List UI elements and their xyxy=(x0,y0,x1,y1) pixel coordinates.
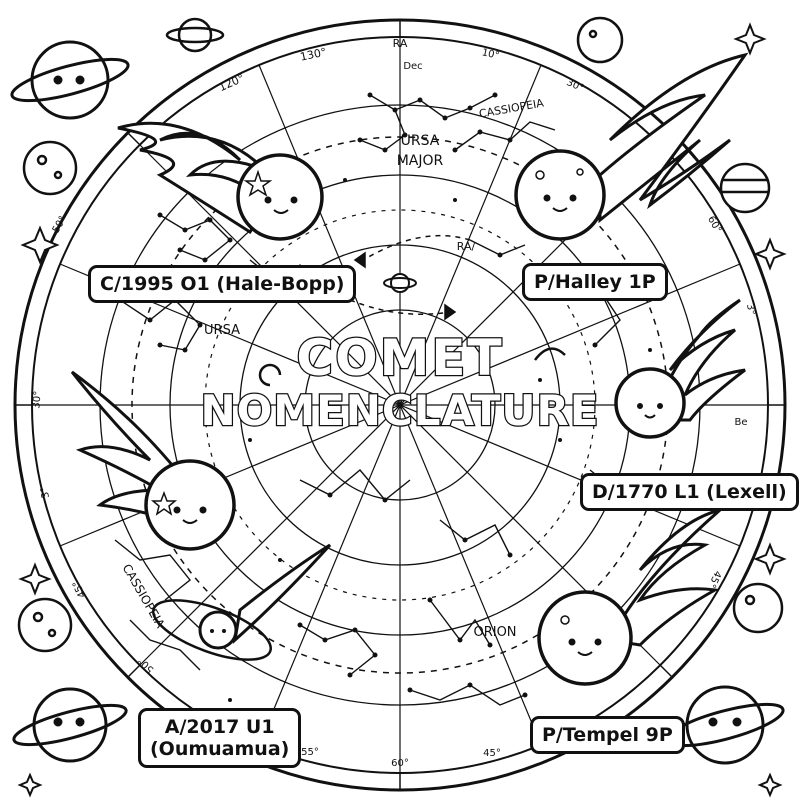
label-hale-bopp: C/1995 O1 (Hale-Bopp) xyxy=(88,265,357,303)
sparkle-stars xyxy=(17,22,787,798)
label-halley-text: P/Halley 1P xyxy=(534,271,656,293)
halley-nucleus xyxy=(514,149,606,241)
moon-top-right xyxy=(576,16,624,64)
hale-bopp-nucleus xyxy=(236,153,324,241)
tick-45-left: 45° xyxy=(71,579,88,600)
label-halley: P/Halley 1P xyxy=(522,263,668,301)
tick-50: 50° xyxy=(51,214,69,235)
tempel-nucleus xyxy=(537,590,633,686)
title-line1: COMET xyxy=(295,329,504,388)
tick-3-left: 3° xyxy=(39,486,52,499)
ra-inner-label: RA/ xyxy=(457,240,476,253)
tick-50-bottom: 50° xyxy=(136,655,156,675)
label-lexell: D/1770 L1 (Lexell) xyxy=(580,473,799,511)
small-planet xyxy=(383,273,417,293)
label-hale-bopp-text: C/1995 O1 (Hale-Bopp) xyxy=(100,273,345,295)
tick-30-top: 30° xyxy=(565,77,586,94)
tick-55: 55° xyxy=(301,747,319,758)
label-oumuamua-line2: (Oumuamua) xyxy=(150,738,290,760)
ursa-major-line1: URSA xyxy=(401,133,440,149)
left-comet-nucleus xyxy=(144,459,236,551)
tick-120: 120° xyxy=(217,71,246,94)
planet-bottom-right xyxy=(665,685,785,765)
cassiopeia-left-label: CASSIOPEIA xyxy=(120,562,168,631)
planet-top-left xyxy=(10,40,130,120)
oumuamua-nucleus xyxy=(198,610,238,650)
planet-right xyxy=(719,162,771,214)
lexell-nucleus xyxy=(614,367,686,439)
label-oumuamua: A/2017 U1 (Oumuamua) xyxy=(138,708,302,768)
tick-45-bottom: 45° xyxy=(483,748,501,759)
planet-top-small xyxy=(165,17,225,53)
ursa-major-line2: MAJOR xyxy=(397,153,444,169)
tick-30-left: 30° xyxy=(31,390,44,409)
label-lexell-text: D/1770 L1 (Lexell) xyxy=(592,481,787,503)
comet-left xyxy=(70,370,236,551)
label-tempel-text: P/Tempel 9P xyxy=(542,724,673,746)
be-label: Be xyxy=(734,417,747,428)
title-line2: NOMENCLATURE xyxy=(199,385,600,437)
orion-label: ORION xyxy=(473,625,516,640)
tick-60-bottom: 60° xyxy=(391,758,409,769)
page-title: COMET NOMENCLATURE xyxy=(190,329,610,437)
label-tempel: P/Tempel 9P xyxy=(530,716,685,754)
title-swirls xyxy=(258,347,566,387)
ra-label: RA xyxy=(393,37,408,50)
planet-bottom-left xyxy=(12,687,128,763)
comet-oumuamua xyxy=(152,543,332,661)
star-map xyxy=(13,18,787,792)
tick-60: 60° xyxy=(705,214,723,235)
cassiopeia-top-label: CASSIOPEIA xyxy=(478,96,545,120)
tick-130: 130° xyxy=(299,45,328,63)
moon-top-left xyxy=(22,140,78,196)
moon-left-bottom xyxy=(17,597,73,653)
tick-3: 3° xyxy=(744,303,757,316)
orbit-arrows xyxy=(349,234,471,321)
label-oumuamua-line1: A/2017 U1 xyxy=(164,716,275,738)
ursa-left-label: URSA xyxy=(204,323,240,338)
moon-right-bottom xyxy=(732,582,784,634)
dec-label: Dec xyxy=(403,61,422,72)
comet-hale-bopp xyxy=(117,121,324,241)
comet-tempel xyxy=(537,508,721,686)
tick-10: 10° xyxy=(481,47,501,61)
comet-halley xyxy=(514,52,749,241)
comet-lexell xyxy=(614,298,746,439)
